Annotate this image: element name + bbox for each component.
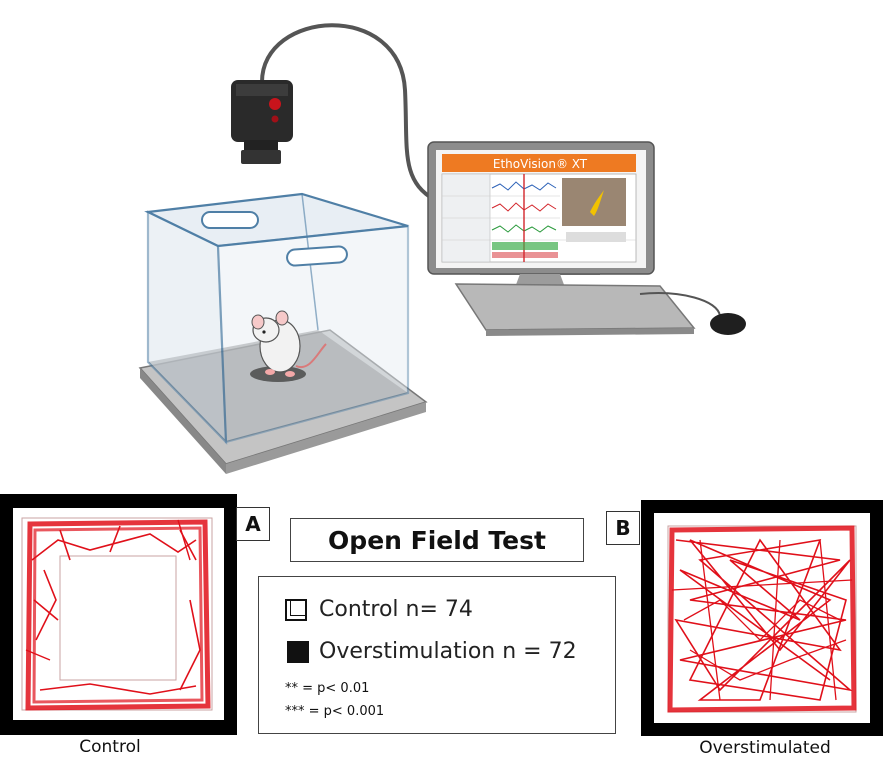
computer-mouse-icon — [710, 313, 746, 335]
significance-triple: *** = p< 0.001 — [285, 704, 385, 719]
overstimulated-arena — [641, 500, 883, 736]
panel-tag-b: B — [606, 511, 640, 545]
keyboard-icon — [454, 283, 696, 331]
figure-title: Open Field Test — [290, 518, 584, 562]
monitor-icon — [427, 141, 655, 290]
cable-icon — [260, 23, 437, 202]
control-arena — [0, 494, 237, 735]
significance-double: ** = p< 0.01 — [285, 681, 370, 696]
legend-overstimulation-label: Overstimulation n = 72 — [319, 639, 577, 664]
legend: Control n= 74 Overstimulation n = 72 ** … — [258, 576, 616, 734]
panel-tag-a: A — [236, 507, 270, 541]
caption-control: Control — [79, 737, 141, 757]
filled-square-icon — [287, 640, 309, 663]
camera-icon — [231, 80, 293, 164]
legend-overstimulation: Overstimulation n = 72 — [287, 639, 577, 664]
software-title: EthoVision® XT — [492, 157, 588, 171]
legend-control-label: Control n= 74 — [319, 597, 473, 622]
mouse-animal-icon — [250, 310, 327, 382]
legend-control: Control n= 74 — [285, 597, 473, 622]
caption-overstimulated: Overstimulated — [699, 738, 831, 758]
open-square-icon — [285, 598, 307, 621]
